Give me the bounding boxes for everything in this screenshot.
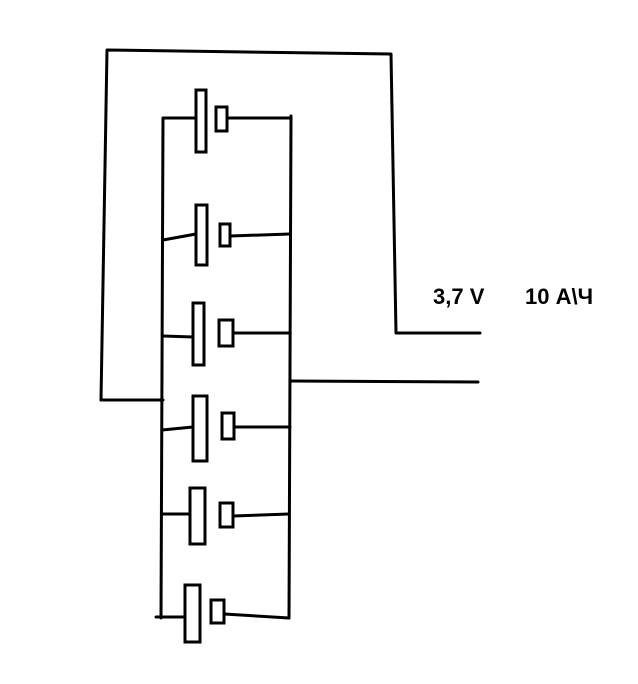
output-lead-lower: [289, 379, 480, 384]
battery-cell-5: [160, 486, 291, 546]
capacity-label: 10 А\Ч: [525, 284, 594, 309]
left-bus-bar: [159, 116, 165, 620]
battery-cell-4: [160, 394, 292, 463]
battery-cell-1: [161, 88, 293, 154]
voltage-label: 3,7 V: [433, 284, 485, 309]
battery-cell-6: [154, 583, 291, 644]
outer-loop-wire: [99, 48, 482, 402]
battery-cell-3: [161, 301, 292, 367]
right-bus-bar: [287, 114, 293, 620]
battery-cell-2: [161, 203, 292, 267]
